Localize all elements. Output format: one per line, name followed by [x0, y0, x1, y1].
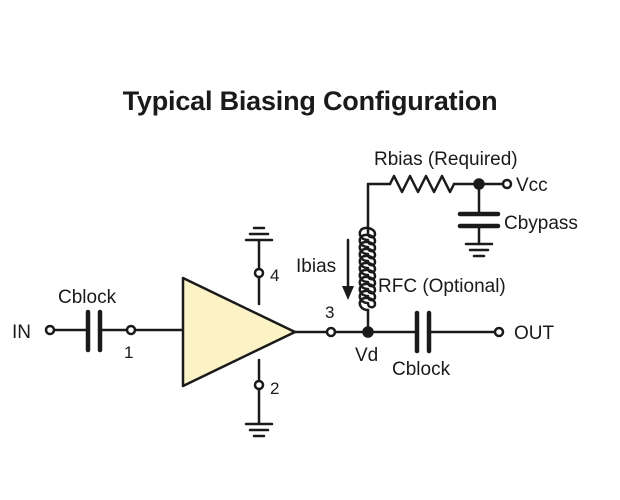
- pin-4-label: 4: [270, 266, 279, 285]
- rfc-label: RFC (Optional): [378, 276, 506, 297]
- rbias-resistor: [388, 174, 456, 194]
- ibias-label: Ibias: [296, 256, 336, 277]
- in-label: IN: [12, 322, 31, 343]
- pin2-ground-icon: [244, 422, 274, 438]
- cbypass-label: Cbypass: [504, 213, 578, 234]
- amplifier-triangle: [181, 276, 297, 388]
- rbias-label: Rbias (Required): [374, 149, 518, 170]
- vd-label: Vd: [355, 345, 378, 366]
- vcc-label: Vcc: [516, 175, 548, 196]
- cblock-input-label: Cblock: [58, 287, 117, 308]
- vcc-terminal: [501, 178, 513, 190]
- ibias-arrow-head: [342, 286, 354, 300]
- output-terminal: [493, 326, 505, 338]
- cblock-output-capacitor: [414, 310, 432, 354]
- cbypass-capacitor: [457, 211, 501, 229]
- pin-2-label: 2: [270, 379, 279, 398]
- pin-1-label: 1: [124, 343, 133, 362]
- cblock-output-label: Cblock: [392, 359, 451, 380]
- rfc-inductor: [358, 220, 377, 312]
- cbypass-ground-icon: [464, 242, 494, 258]
- cblock-input-capacitor: [85, 309, 103, 353]
- out-label: OUT: [514, 323, 555, 344]
- pin4-ground-icon: [244, 226, 274, 242]
- pin-3-label: 3: [325, 303, 334, 322]
- diagram-title: Typical Biasing Configuration: [122, 86, 498, 116]
